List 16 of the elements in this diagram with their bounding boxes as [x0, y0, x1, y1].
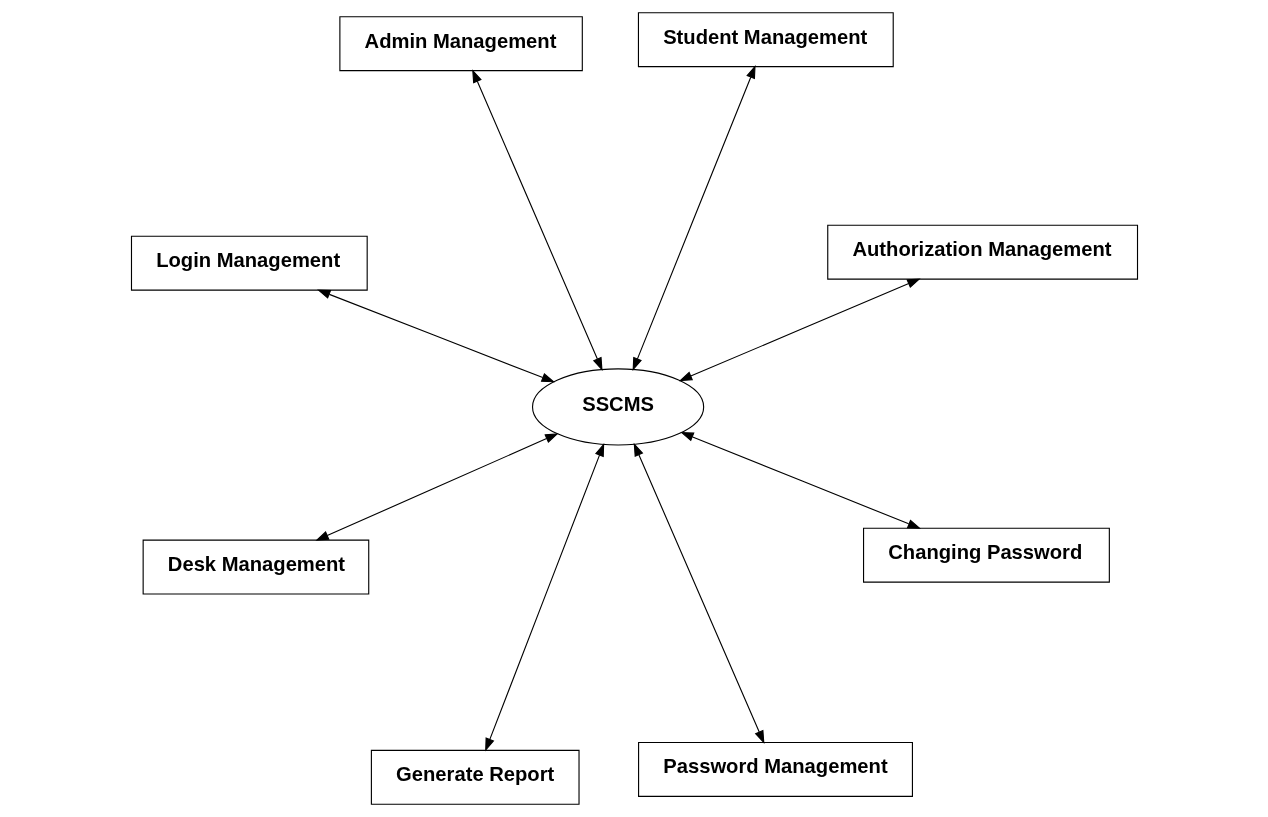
node-box: Authorization Management	[826, 224, 1138, 280]
arrow	[633, 442, 764, 744]
arrow	[679, 431, 921, 529]
arrow	[316, 289, 555, 383]
node-box: Student Management	[637, 12, 894, 68]
node-box: Admin Management	[338, 16, 583, 72]
arrow	[678, 278, 921, 382]
node-box: Password Management	[637, 741, 913, 797]
node-box: Desk Management	[142, 539, 369, 595]
node-box: Generate Report	[370, 749, 580, 805]
arrow	[484, 442, 604, 752]
arrow	[471, 69, 603, 371]
arrow	[314, 433, 559, 541]
node-box: Changing Password	[862, 527, 1110, 583]
node-box: Login Management	[130, 235, 368, 291]
arrow	[632, 65, 756, 371]
